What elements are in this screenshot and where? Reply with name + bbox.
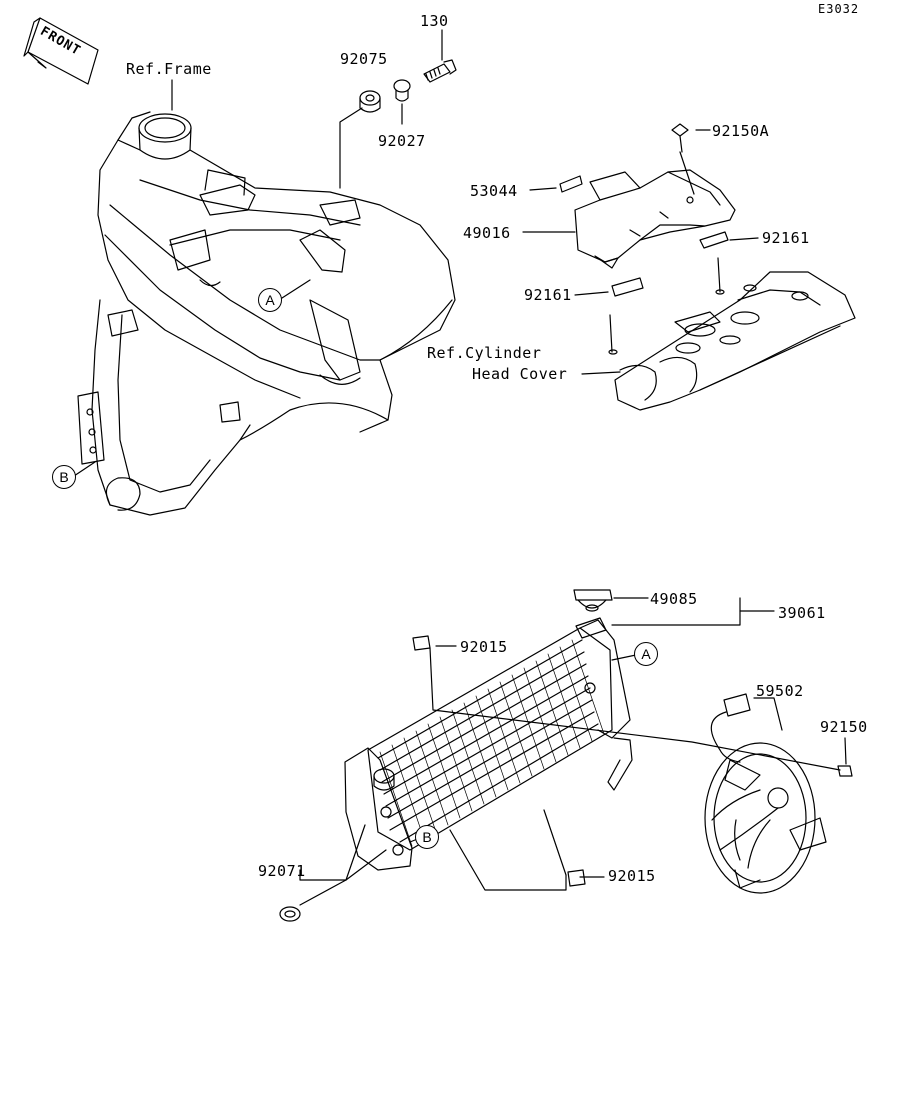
pad-53044-icon [559, 175, 583, 193]
part-49085-label[interactable]: 49085 [650, 590, 698, 608]
part-92161-left-label[interactable]: 92161 [524, 286, 572, 304]
callout-a-upper: A [258, 288, 282, 312]
part-92015-bottom-label[interactable]: 92015 [608, 867, 656, 885]
radiator-illustration [344, 617, 633, 871]
collar-92027-icon [393, 79, 411, 102]
pad-92161-left-icon [611, 277, 644, 297]
front-arrow-icon [23, 17, 99, 85]
part-92161-right-label[interactable]: 92161 [762, 229, 810, 247]
ref-frame-label: Ref.Frame [126, 60, 212, 78]
clip-92015-bottom-icon [567, 869, 586, 887]
grommet-92071-icon [279, 906, 301, 922]
part-92015-top-label[interactable]: 92015 [460, 638, 508, 656]
callout-b-lower: B [415, 825, 439, 849]
grommet-92075-icon [359, 90, 381, 113]
clip-92015-top-icon [412, 635, 431, 651]
part-59502-label[interactable]: 59502 [756, 682, 804, 700]
part-92027-label[interactable]: 92027 [378, 132, 426, 150]
part-39061-label[interactable]: 39061 [778, 604, 826, 622]
part-92150-label[interactable]: 92150 [820, 718, 868, 736]
radiator-cap-49085-icon [573, 589, 613, 612]
bolt-130-icon [423, 59, 457, 83]
callout-a-lower: A [634, 642, 658, 666]
callout-b-upper: B [52, 465, 76, 489]
cylinder-head-cover [608, 257, 856, 411]
part-92071-label[interactable]: 92071 [258, 862, 306, 880]
part-49016-label[interactable]: 49016 [463, 224, 511, 242]
part-53044-label[interactable]: 53044 [470, 182, 518, 200]
part-130-label[interactable]: 130 [420, 12, 449, 30]
nut-92150-icon [837, 765, 853, 777]
pad-92161-right-icon [699, 231, 729, 249]
part-92150a-label[interactable]: 92150A [712, 122, 770, 140]
head-cover-label: Head Cover [472, 365, 568, 383]
heat-shield-49016 [574, 169, 736, 269]
fan-59502 [704, 693, 827, 894]
frame-illustration [77, 111, 456, 516]
screw-92150a-icon [671, 123, 689, 153]
diagram-code: E3032 [818, 2, 860, 16]
ref-cylinder-label: Ref.Cylinder [427, 344, 542, 362]
part-92075-label[interactable]: 92075 [340, 50, 388, 68]
